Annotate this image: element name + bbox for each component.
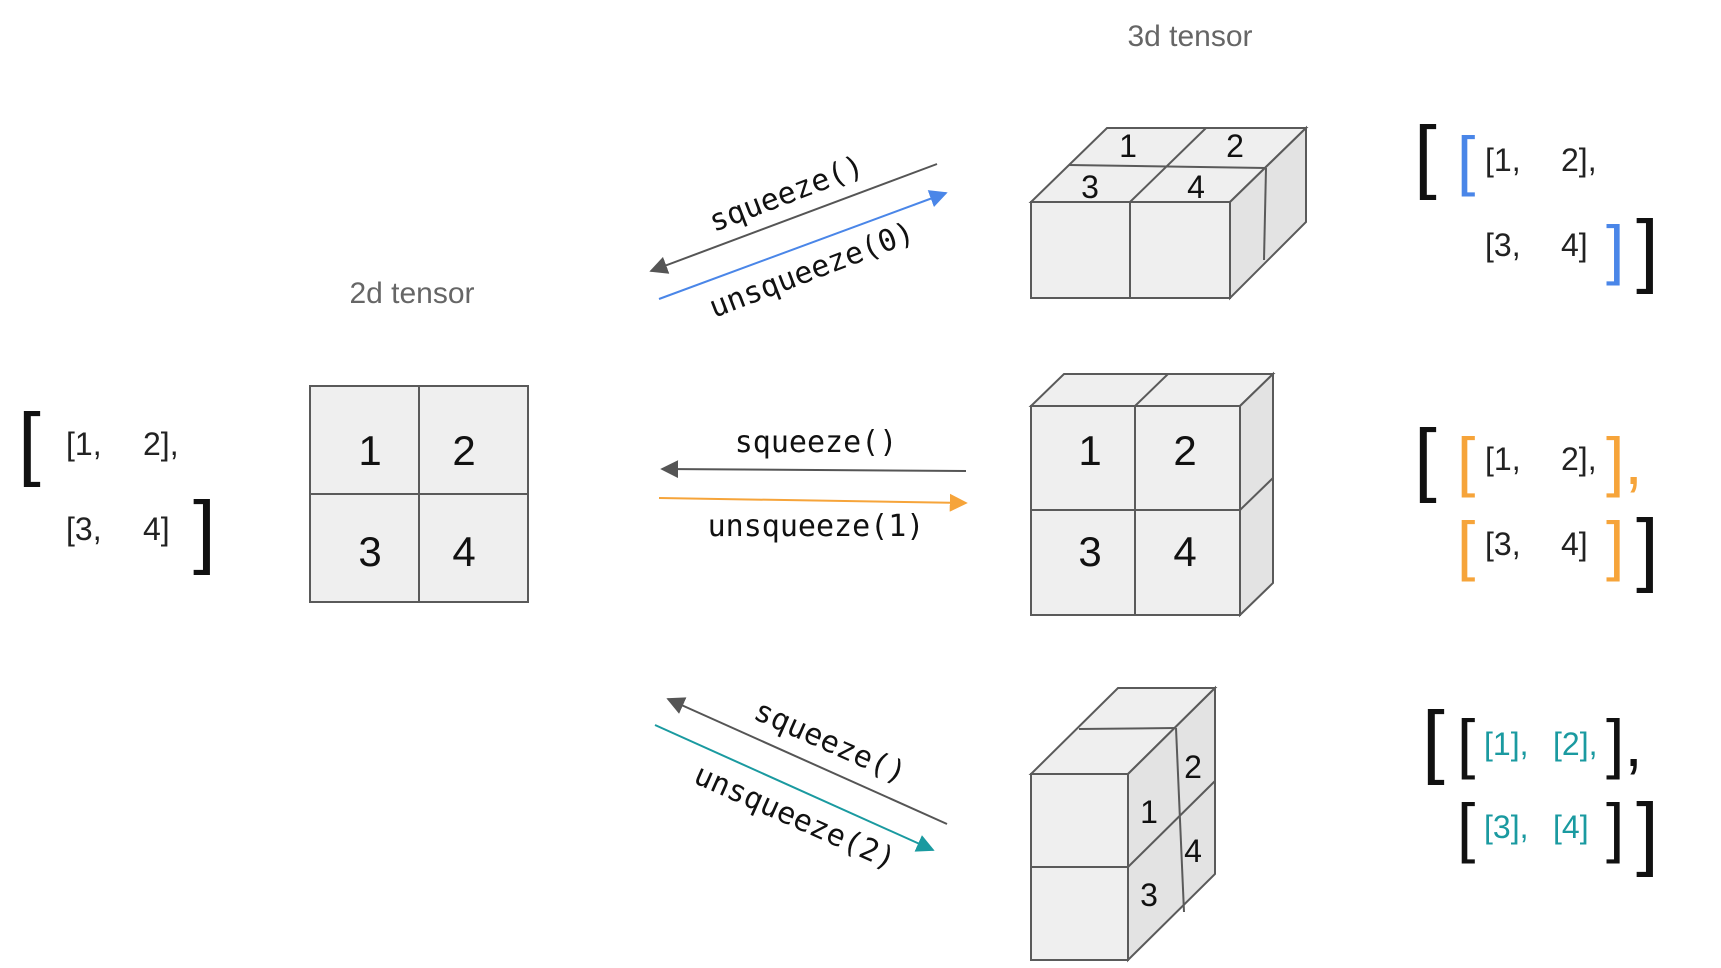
bracket-outer-open: [ (1414, 110, 1437, 201)
bracket-inner-close: ], (1606, 706, 1643, 780)
grid-2d-cell: 4 (452, 528, 475, 575)
unsqueeze-0-arrow (658, 190, 948, 300)
matrix-2d-r1c2: 2], (143, 426, 179, 462)
bracket-inner-close-2: ] (1606, 508, 1624, 582)
bracket-inner-open: [ (1457, 706, 1475, 780)
cube-dim1-front-cell: 2 (1173, 427, 1196, 474)
cube-dim2-side-cell: 3 (1140, 877, 1158, 913)
cube-dim2-side-cell: 2 (1184, 749, 1202, 785)
matrix-dim1-r2c2: 4] (1561, 526, 1588, 562)
cube-dim0: 1 2 3 4 (1028, 125, 1309, 301)
bracket-open: [ (18, 397, 41, 488)
matrix-dim1-r1c1: [1, (1485, 441, 1521, 477)
squeeze-label: squeeze() (704, 149, 868, 240)
bracket-inner-open: [ (1457, 123, 1475, 197)
unsqueeze-1-arrow (658, 493, 968, 512)
bracket-inner-open-2: [ (1457, 790, 1475, 864)
bracket-outer-open: [ (1414, 413, 1437, 504)
matrix-dim0-r1c1: [1, (1485, 142, 1521, 178)
bracket-inner-open: [ (1457, 424, 1475, 498)
matrix-dim1: [ [ [1, 2], ], [ [3, 4] ] ] (1414, 413, 1659, 594)
cube-dim2-side-cell: 4 (1184, 833, 1202, 869)
squeeze-label: squeeze() (749, 693, 912, 791)
bracket-inner-close-2: ] (1606, 790, 1624, 864)
bracket-close: ] (193, 485, 216, 576)
matrix-2d-r2c1: [3, (66, 511, 102, 547)
bracket-outer-close: ] (1636, 787, 1659, 878)
grid-2d-cell: 1 (358, 427, 381, 474)
squeeze-arrow (649, 163, 938, 274)
cube-dim0-top-cell: 4 (1187, 169, 1205, 205)
grid-2d: 1 2 3 4 (309, 385, 529, 603)
label-2d-tensor: 2d tensor (349, 277, 474, 310)
cube-dim1-front-cell: 1 (1078, 427, 1101, 474)
cube-dim0-top-cell: 2 (1226, 128, 1244, 164)
unsqueeze-1-label: unsqueeze(1) (708, 509, 925, 544)
arrow-pair-dim1: squeeze() unsqueeze(1) (658, 425, 968, 544)
grid-2d-cell: 3 (358, 528, 381, 575)
matrix-dim2: [ [ [1], [2], ], [ [3], [4] ] ] (1422, 695, 1659, 878)
matrix-dim1-r2c1: [3, (1485, 526, 1521, 562)
bracket-outer-close: ] (1636, 503, 1659, 594)
matrix-dim2-r2c1: [3], (1484, 809, 1528, 845)
arrow-pair-dim2: squeeze() unsqueeze(2) (654, 693, 948, 877)
cube-dim0-top-cell: 1 (1119, 128, 1137, 164)
grid-2d-cell: 2 (452, 427, 475, 474)
bracket-outer-open: [ (1422, 695, 1445, 786)
label-3d-tensor: 3d tensor (1127, 20, 1252, 53)
matrix-dim0-r2c1: [3, (1485, 227, 1521, 263)
cube-dim0-top-cell: 3 (1081, 169, 1099, 205)
bracket-outer-close: ] (1636, 204, 1659, 295)
matrix-dim0: [ [ [1, 2], [3, 4] ] ] (1414, 110, 1659, 295)
bracket-inner-close: ] (1606, 212, 1624, 286)
arrow-pair-dim0: squeeze() unsqueeze(0) (649, 149, 948, 325)
cube-dim2: 1 2 3 4 (1028, 685, 1218, 963)
squeeze-label: squeeze() (735, 425, 898, 460)
unsqueeze-2-arrow (654, 724, 935, 852)
bracket-inner-open-2: [ (1457, 508, 1475, 582)
matrix-2d-r1c1: [1, (66, 426, 102, 462)
cube-dim1-front-cell: 3 (1078, 528, 1101, 575)
matrix-2d-r2c2: 4] (143, 511, 170, 547)
matrix-dim2-r1c2: [2], (1553, 726, 1597, 762)
cube-dim2-side-cell: 1 (1140, 794, 1158, 830)
squeeze-arrow (666, 697, 948, 825)
squeeze-arrow (660, 460, 967, 479)
matrix-dim0-r1c2: 2], (1561, 142, 1597, 178)
cube-dim1: 1 2 3 4 (1028, 371, 1276, 618)
matrix-dim2-r2c2: [4] (1553, 809, 1589, 845)
matrix-2d: [ [1, 2], [3, 4] ] (18, 397, 216, 576)
matrix-dim1-r1c2: 2], (1561, 441, 1597, 477)
matrix-dim0-r2c2: 4] (1561, 227, 1588, 263)
matrix-dim2-r1c1: [1], (1484, 726, 1528, 762)
bracket-inner-close: ], (1606, 424, 1643, 498)
cube-dim1-front-cell: 4 (1173, 528, 1196, 575)
